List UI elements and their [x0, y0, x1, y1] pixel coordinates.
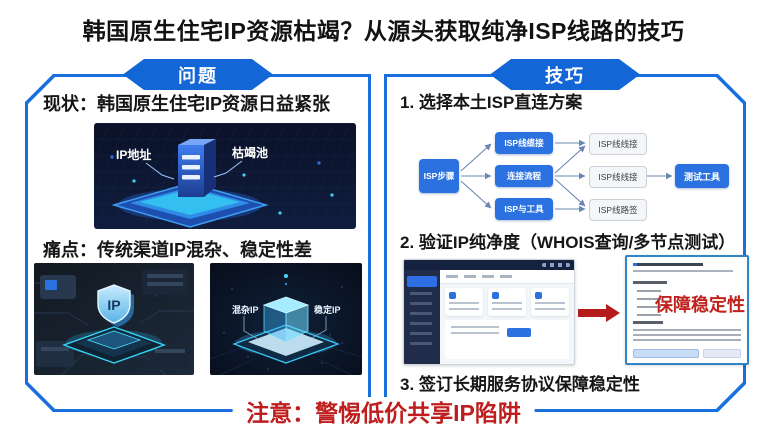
- report-section-line: [633, 281, 667, 284]
- topbar-icons: [542, 263, 570, 267]
- dashboard-submit-button: [507, 328, 531, 337]
- report-secondary-field: [703, 349, 741, 358]
- flowchart-mid-node-1: ISP线缆接: [495, 132, 553, 154]
- server-platform: [111, 182, 269, 228]
- flowchart-arrows: [460, 139, 673, 213]
- status-heading: 现状：韩国原生住宅IP资源日益紧张: [43, 94, 331, 114]
- techniques-panel-content: 1. 选择本土ISP直连方案: [387, 77, 749, 409]
- form-labels: [451, 326, 499, 334]
- techniques-badge: 技巧: [490, 59, 640, 90]
- svg-text:稳定IP: 稳定IP: [314, 304, 341, 315]
- svg-text:IP地址: IP地址: [116, 147, 151, 162]
- dashboard-sidebar: [404, 270, 440, 364]
- report-highlighted-field: [633, 349, 699, 358]
- problem-badge: 问题: [123, 59, 273, 90]
- techniques-badge-label: 技巧: [545, 65, 585, 86]
- dashboard-card: [531, 288, 569, 316]
- flowchart-mid-node-2: 连接流程: [495, 165, 553, 187]
- card-icon: [535, 292, 542, 299]
- svg-text:IP: IP: [107, 297, 120, 313]
- red-arrow-icon: [578, 304, 622, 322]
- whois-report-screenshot: 保障稳定性: [625, 255, 749, 365]
- dashboard-card: [445, 288, 483, 316]
- warning-notice: 注意：警惕低价共享IP陷阱: [232, 397, 535, 429]
- step3-heading: 3. 签订长期服务协议保障稳定性: [400, 375, 640, 394]
- step2-heading: 2. 验证IP纯净度（WHOIS查询/多节点测试）: [400, 233, 736, 252]
- report-list-lines: [637, 290, 661, 316]
- card-icon: [492, 292, 499, 299]
- chip-platform: [61, 326, 167, 364]
- holo-cube-image: 混杂IP 稳定IP: [210, 263, 362, 375]
- problem-panel-content: 现状：韩国原生住宅IP资源日益紧张: [28, 77, 368, 409]
- techniques-panel: 1. 选择本土ISP直连方案: [384, 74, 749, 412]
- report-subtitle-line: [633, 270, 733, 272]
- isp-flowchart: ISP步骤 ISP线缆接 连接流程 ISP与工具 ISP线线接 ISP线线接 I…: [393, 119, 743, 223]
- step1-heading: 1. 选择本土ISP直连方案: [400, 93, 583, 112]
- pain-heading: 痛点：传统渠道IP混杂、稳定性差: [43, 240, 313, 260]
- dashboard-form-panel: [445, 320, 569, 359]
- ip-address-label: IP地址: [116, 147, 175, 180]
- problem-panel: 现状：韩国原生住宅IP资源日益紧张: [25, 74, 371, 412]
- flowchart-out-node-1: ISP线线接: [589, 133, 647, 155]
- stability-label: 稳定IP: [311, 304, 341, 339]
- svg-text:枯竭池: 枯竭池: [232, 145, 268, 160]
- card-text: [492, 302, 522, 311]
- corner-chips: [36, 269, 190, 369]
- holo-cube: [262, 296, 310, 342]
- problem-badge-label: 问题: [178, 65, 218, 86]
- ip-shield-image: IP: [34, 263, 194, 375]
- server-tower: [178, 139, 216, 197]
- flowchart-out-node-2: ISP线线接: [589, 166, 647, 188]
- depleted-pool-label: 枯竭池: [213, 145, 268, 178]
- sidebar-menu-items: [410, 292, 432, 352]
- page-title: 韩国原生住宅IP资源枯竭？从源头获取纯净ISP线路的技巧: [82, 18, 685, 44]
- cube-platform: [232, 324, 340, 364]
- report-section-line-2: [633, 321, 663, 324]
- flowchart-out-node-3: ISP线路签: [589, 199, 647, 221]
- sidebar-active-item: [407, 276, 437, 287]
- ip-shield-icon: IP: [97, 284, 134, 327]
- server-depletion-image: IP地址 枯竭池: [94, 123, 356, 229]
- dashboard-cards: [445, 288, 569, 316]
- report-title-line: [633, 263, 703, 266]
- mixed-ip-label: 混杂IP: [232, 304, 259, 340]
- verification-screenshots: 保障稳定性: [397, 255, 749, 367]
- card-text: [449, 302, 479, 311]
- dashboard-toolbar: [440, 270, 574, 284]
- dashboard-topbar: [404, 260, 574, 270]
- flowchart-end-node: 测试工具: [675, 164, 729, 188]
- pain-images-row: IP: [34, 263, 362, 375]
- dashboard-main-area: [440, 270, 574, 364]
- stability-highlight-text: 保障稳定性: [655, 295, 745, 315]
- flowchart-start-node: ISP步骤: [419, 159, 459, 193]
- report-paragraph-lines: [633, 329, 741, 343]
- card-text: [535, 302, 565, 311]
- dot-grid: [223, 286, 343, 370]
- flowchart-mid-node-3: ISP与工具: [495, 198, 553, 220]
- card-icon: [449, 292, 456, 299]
- dashboard-card: [488, 288, 526, 316]
- svg-text:混杂IP: 混杂IP: [232, 304, 259, 315]
- admin-dashboard-screenshot: [403, 259, 575, 365]
- toolbar-tabs: [446, 275, 516, 278]
